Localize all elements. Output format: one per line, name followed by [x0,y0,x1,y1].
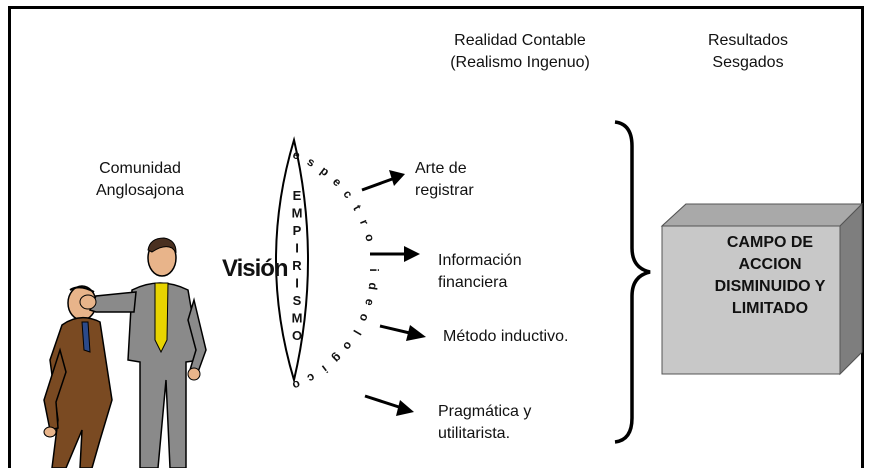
comunidad-line2: Anglosajona [95,182,185,199]
item-arte-line1: Arte de [415,160,467,177]
empirismo-letter: M [292,311,303,326]
espectro-letter: r [357,217,372,227]
espectro-letter: s [305,154,318,170]
empirismo-letter: E [293,188,302,203]
arrow-pragmatica [364,394,414,416]
result-box [660,202,864,376]
box-line4: LIMITADO [731,300,809,317]
curly-brace [614,120,651,444]
header-resultados-line1: Resultados [707,32,789,49]
espectro-letter: c [340,187,355,201]
left-border [8,6,11,468]
empirismo-letter: O [292,328,302,343]
item-metodo-line1: Método inductivo. [443,328,569,345]
comunidad-line1: Comunidad [99,160,181,177]
espectro-letter: e [291,147,303,163]
espectro-letter: l [350,327,364,337]
item-metodo-inductivo: Método inductivo. [443,326,623,348]
box-label: CAMPO DE ACCION DISMINUIDO Y LIMITADO [700,232,840,320]
label-vision: Visión [222,255,289,282]
item-info-line1: Información [438,252,522,269]
item-pragmatica: Pragmática y utilitarista. [438,401,588,445]
top-border [8,6,864,9]
empirismo-letter: I [295,276,299,291]
espectro-letter: t [350,202,364,212]
espectro-letter: e [362,297,377,307]
header-resultados-line2: Sesgados [712,54,784,71]
item-prag-line1: Pragmática y [438,403,532,420]
item-prag-line2: utilitarista. [438,425,511,442]
label-comunidad: Comunidad Anglosajona [70,158,210,202]
item-arte-de-registrar: Arte de registrar [415,158,555,202]
item-arte-line2: registrar [415,182,474,199]
arrow-informacion [370,246,420,262]
espectro-letter: o [362,232,377,243]
espectro-letter: o [357,312,373,324]
espectro-letter: o [340,339,356,353]
header-realidad-line1: Realidad Contable [454,32,586,49]
header-resultados-sesgados: Resultados Sesgados [668,30,828,74]
espectro-letter: p [318,163,332,179]
arrow-arte [361,170,405,192]
empirismo-letter: M [292,206,303,221]
empirismo-letter: P [293,223,302,238]
box-line3: DISMINUIDO Y [714,278,826,295]
arrows [361,170,426,416]
empirismo-letter: I [295,241,299,256]
item-info-line2: financiera [438,274,508,291]
arrow-metodo [379,324,426,341]
espectro-letter: o [290,377,302,393]
espectro-letter: g [330,351,345,366]
tall-man-figure [79,237,207,468]
empirismo-letter: S [293,293,302,308]
empirismo-letter: R [292,258,302,273]
espectro-letter: c [305,370,318,386]
espectro-letter: e [330,175,345,190]
item-informacion-financiera: Información financiera [438,250,588,294]
espectro-letter: i [319,362,330,375]
header-realidad-line2: (Realismo Ingenuo) [450,54,590,71]
header-realidad-contable: Realidad Contable (Realismo Ingenuo) [420,30,620,74]
espectro-letter: d [366,282,381,291]
espectro-letter: i [367,268,381,271]
short-man-figure [43,285,113,468]
box-line2: ACCION [738,256,802,273]
empirismo-lens [275,136,309,384]
box-line1: CAMPO DE [726,234,814,251]
